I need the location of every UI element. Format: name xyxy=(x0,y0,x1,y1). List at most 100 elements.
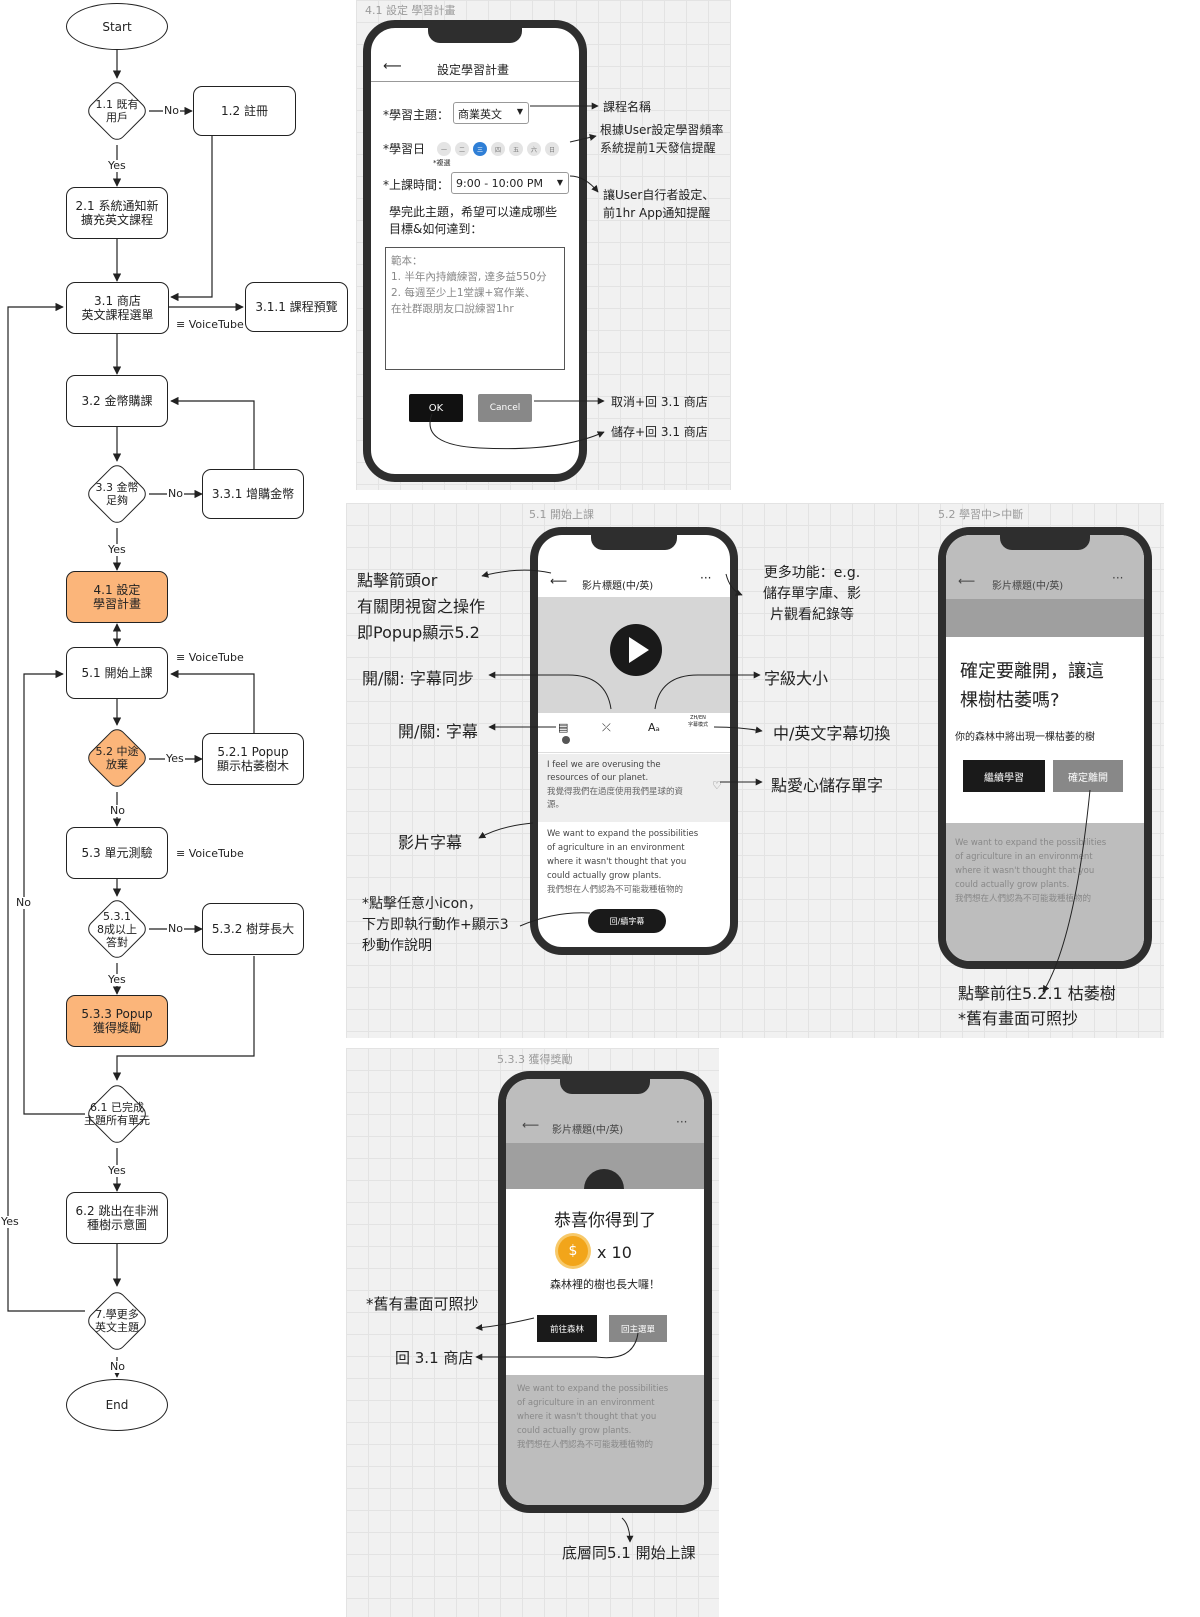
topic-select[interactable]: 商業英文 ▼ xyxy=(453,102,529,124)
annotation-wither: 點擊前往5.2.1 枯萎樹 *舊有畫面可照抄 xyxy=(958,984,1116,1028)
annotation-bottom-layer: 底層同5.1 開始上課 xyxy=(562,1544,696,1562)
day-chip[interactable]: 一 xyxy=(437,142,451,156)
back-arrow-icon: ⟵ xyxy=(522,1118,540,1132)
play-triangle xyxy=(629,637,649,663)
screen-title: 設定學習計畫 xyxy=(437,63,510,77)
quiz-node: 5.3 單元測驗 xyxy=(66,827,168,879)
tree-grow-node: 5.3.2 樹芽長大 xyxy=(202,903,304,955)
decision-label: 6.1 已完成 主題所有單元 xyxy=(84,1101,150,1127)
phone-plan-setup: ⟵ 設定學習計畫 *學習主題： 商業英文▼ *學習日 一二三四五六日 *複選 *… xyxy=(363,20,587,482)
day-chip[interactable]: 三 xyxy=(473,142,487,156)
day-chip-row: 一二三四五六日 xyxy=(437,142,559,156)
sync-toggle-icon[interactable]: ⤫ xyxy=(602,721,611,734)
panel-title: 5.1 開始上課 xyxy=(529,508,594,521)
time-select[interactable]: 9:00 - 10:00 PM ▼ xyxy=(451,172,569,194)
topic-value: 商業英文 xyxy=(458,108,502,121)
annotation-course-name: 課程名稱 xyxy=(603,100,652,114)
video-title: 影片標題(中/英) xyxy=(992,581,1064,592)
days-label: *學習日 xyxy=(383,142,426,156)
phone-notch xyxy=(1000,535,1090,550)
annotation-copy-screen: *舊有畫面可照抄 xyxy=(366,1295,479,1313)
decision-label: 1.1 既有 用戶 xyxy=(95,98,139,124)
edge-label-yes: Yes xyxy=(107,543,127,556)
day-chip[interactable]: 五 xyxy=(509,142,523,156)
more-icon: ··· xyxy=(676,1115,688,1129)
annotation-heart: 點愛心儲存單字 xyxy=(771,776,884,795)
subtitle-en-2: We want to expand the possibilities of a… xyxy=(547,829,699,881)
cancel-button[interactable]: Cancel xyxy=(478,394,532,422)
goal-textarea[interactable]: 範本： 1. 半年內持續練習, 達多益550分 2. 每週至少上1堂課+寫作業、… xyxy=(385,247,565,370)
decision-coins: 3.3 金幣 足夠 xyxy=(84,461,150,527)
more-icon[interactable]: ··· xyxy=(700,571,712,585)
subtitle-en-1: I feel we are overusing the resources of… xyxy=(547,760,661,783)
ok-button[interactable]: OK xyxy=(409,394,463,422)
subtitle-toggle-icon[interactable]: ▤ xyxy=(558,721,569,734)
subtitle-line-highlight xyxy=(538,754,730,822)
chevron-down-icon: ▼ xyxy=(516,107,523,116)
topic-label: *學習主題： xyxy=(383,108,450,122)
decision-label: 3.3 金幣 足夠 xyxy=(95,481,139,507)
edge-label-no: No xyxy=(167,922,184,935)
annotation-sync: 開/關: 字幕同步 xyxy=(362,669,474,688)
continue-button[interactable]: 繼續學習 xyxy=(963,760,1045,792)
go-forest-button[interactable]: 前往森林 xyxy=(537,1315,597,1342)
back-arrow-icon[interactable]: ⟵ xyxy=(383,59,402,74)
resume-subtitle-button[interactable]: 回/續字幕 xyxy=(588,909,666,933)
heart-icon[interactable]: ♡ xyxy=(712,779,722,792)
popup-subtitle: 你的森林中將出現一棵枯萎的樹 xyxy=(955,732,1095,743)
edge-label-yes: Yes xyxy=(165,752,185,765)
screen-header xyxy=(371,50,579,82)
coin-icon: $ xyxy=(558,1236,588,1266)
preview-node: 3.1.1 課程預覽 xyxy=(245,282,348,332)
video-area xyxy=(946,599,1144,637)
day-chip[interactable]: 四 xyxy=(491,142,505,156)
subtitle-zh-2: 我們想在人們認為不可能栽種植物的 xyxy=(547,885,684,895)
decision-completed: 6.1 已完成 主題所有單元 xyxy=(84,1081,150,1147)
start-class-node: 5.1 開始上課 xyxy=(66,647,168,699)
reward-popup: 恭喜你得到了 $ x 10 森林裡的樹也長大囉！ 前往森林 回主選單 xyxy=(506,1189,704,1375)
background-subtitles: We want to expand the possibilities of a… xyxy=(517,1384,669,1450)
panel-title: 5.2 學習中>中斷 xyxy=(938,508,1024,521)
annotation-save: 儲存+回 3.1 商店 xyxy=(611,425,708,439)
back-arrow-icon[interactable]: ⟵ xyxy=(550,574,568,588)
decision-score: 5.3.1 8成以上 答對 xyxy=(84,896,150,962)
phone-notch xyxy=(590,535,678,550)
annotation-font-size: 字級大小 xyxy=(764,669,829,688)
tap-hand-icon xyxy=(562,736,570,744)
leave-button[interactable]: 確定離開 xyxy=(1053,760,1123,792)
video-player[interactable] xyxy=(538,597,730,713)
register-node: 1.2 註冊 xyxy=(193,86,296,136)
africa-node: 6.2 跳出在非洲 種樹示意圖 xyxy=(66,1192,168,1244)
start-node: Start xyxy=(66,3,168,50)
shop-node: 3.1 商店 英文課程選單 xyxy=(66,282,169,334)
subtitle-zh-1: 我覺得我們在過度使用我們星球的資 源。 xyxy=(547,787,684,810)
chevron-down-icon: ▼ xyxy=(556,178,563,187)
back-menu-button[interactable]: 回主選單 xyxy=(609,1315,667,1342)
day-chip[interactable]: 日 xyxy=(545,142,559,156)
edge-label-no: No xyxy=(167,487,184,500)
day-chip[interactable]: 六 xyxy=(527,142,541,156)
coin-count: x 10 xyxy=(597,1243,632,1262)
reward-node: 5.3.3 Popup 獲得獎勵 xyxy=(66,995,168,1047)
time-value: 9:00 - 10:00 PM xyxy=(456,177,543,190)
annotation-subtitle-toggle: 開/關: 字幕 xyxy=(398,722,478,741)
decision-more: 7.學更多 英文主題 xyxy=(84,1288,150,1354)
annotation-back-shop: 回 3.1 商店 xyxy=(395,1349,474,1367)
goal-prompt: 學完此主題，希望可以達成哪些 目標&如何達到： xyxy=(389,205,558,236)
annotation-language: 中/英文字幕切換 xyxy=(773,724,891,743)
font-size-icon[interactable]: Aₐ xyxy=(648,721,660,734)
notify-node: 2.1 系統通知新 擴充英文課程 xyxy=(66,187,168,239)
play-icon[interactable] xyxy=(610,624,662,676)
phone-notch xyxy=(428,28,522,43)
decision-quit: 5.2 中途 放棄 xyxy=(84,725,150,791)
edge-label-yes: Yes xyxy=(107,973,127,986)
day-chip[interactable]: 二 xyxy=(455,142,469,156)
decision-label: 5.3.1 8成以上 答對 xyxy=(97,909,137,949)
annotation-cancel: 取消+回 3.1 商店 xyxy=(611,395,708,409)
video-title: 影片標題(中/英) xyxy=(582,581,654,592)
annotation-back: 點擊箭頭or 有關閉視窗之操作 即Popup顯示5.2 xyxy=(357,571,486,642)
voicetube-note: ≡ VoiceTube xyxy=(176,651,244,664)
congrats-text: 恭喜你得到了 xyxy=(554,1211,656,1231)
